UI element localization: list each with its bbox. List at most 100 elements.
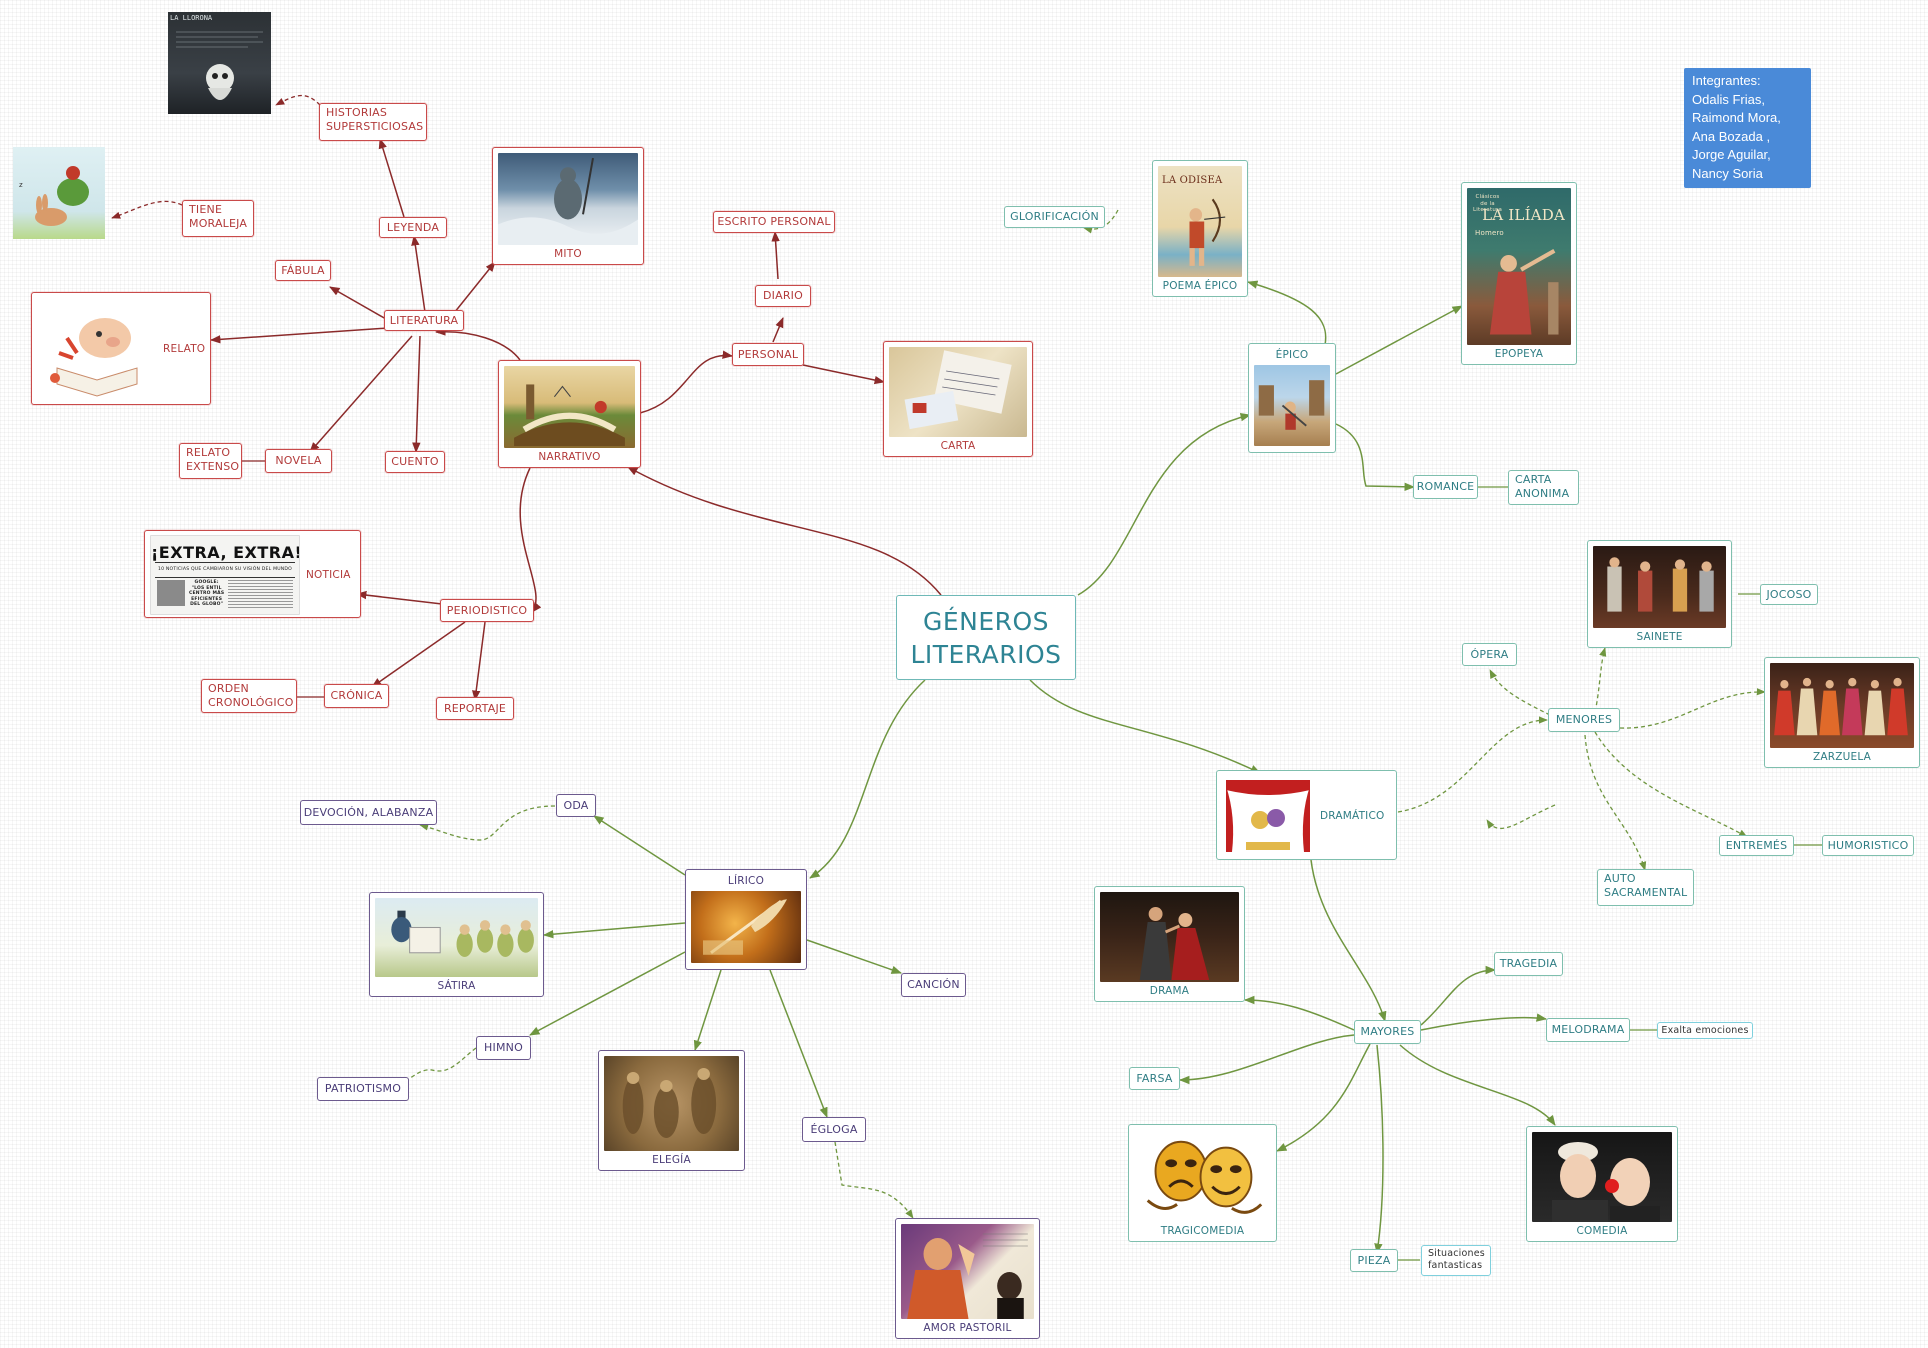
- node-carta-anonima[interactable]: CARTA ANONIMA: [1508, 470, 1579, 505]
- node-farsa[interactable]: FARSA: [1129, 1067, 1180, 1090]
- zarzuela-label: ZARZUELA: [1812, 751, 1872, 763]
- node-cuento[interactable]: CUENTO: [385, 451, 445, 473]
- odisea-cover-image: LA ODISEA: [1158, 166, 1242, 277]
- node-noticia[interactable]: ¡EXTRA, EXTRA! 10 NOTICIAS QUE CAMBIARON…: [144, 530, 361, 618]
- drama-label: DRAMA: [1149, 985, 1190, 997]
- node-mito[interactable]: MITO: [492, 147, 644, 265]
- node-personal[interactable]: PERSONAL: [732, 343, 804, 366]
- node-menores[interactable]: MENORES: [1548, 708, 1620, 732]
- node-humoristico[interactable]: HUMORISTICO: [1822, 835, 1914, 856]
- node-drama[interactable]: DRAMA: [1094, 886, 1245, 1002]
- node-mayores[interactable]: MAYORES: [1354, 1020, 1421, 1044]
- cronica-label: CRÓNICA: [330, 689, 383, 702]
- poema-epico-label: POEMA ÉPICO: [1162, 280, 1238, 292]
- node-amor-pastoril[interactable]: AMOR PASTORIL: [895, 1218, 1040, 1339]
- fabula-label: FÁBULA: [281, 263, 325, 277]
- node-epopeya[interactable]: Clásicos de la Literatura LA ILÍADA Home…: [1461, 182, 1577, 365]
- amor-pastoril-label: AMOR PASTORIL: [923, 1322, 1012, 1334]
- newspaper-headline: ¡EXTRA, EXTRA!: [151, 543, 300, 562]
- iliada-series-line: de la: [1480, 200, 1495, 207]
- romance-label: ROMANCE: [1416, 480, 1475, 493]
- node-jocoso[interactable]: JOCOSO: [1760, 584, 1818, 605]
- node-glorificacion[interactable]: GLORIFICACIÓN: [1004, 206, 1105, 228]
- moraleja-label-line2: MORALEJA: [189, 217, 248, 230]
- team-member: Odalis Frias,: [1692, 91, 1765, 107]
- team-members-box[interactable]: Integrantes: Odalis Frias, Raimond Mora,…: [1684, 68, 1811, 188]
- situaciones-line2: fantasticas: [1428, 1260, 1483, 1271]
- node-relato[interactable]: RELATO: [31, 292, 211, 405]
- satira-label: SÁTIRA: [437, 980, 476, 992]
- cancion-label: CANCIÓN: [907, 978, 960, 991]
- historias-label-line2: SUPERSTICIOSAS: [326, 120, 424, 133]
- node-devocion-alabanza[interactable]: DEVOCIÓN, ALABANZA: [300, 800, 437, 825]
- node-satira[interactable]: SÁTIRA: [369, 892, 544, 997]
- node-epico[interactable]: ÉPICO: [1248, 343, 1336, 453]
- comedia-clowns-image: [1532, 1132, 1672, 1222]
- node-diario[interactable]: DIARIO: [755, 285, 811, 307]
- node-zarzuela[interactable]: ZARZUELA: [1764, 657, 1920, 768]
- node-comedia[interactable]: COMEDIA: [1526, 1126, 1678, 1242]
- farsa-label: FARSA: [1136, 1071, 1173, 1085]
- iliada-series-line: Literatura: [1473, 207, 1503, 213]
- node-egloga[interactable]: ÉGLOGA: [802, 1117, 866, 1142]
- node-periodistico[interactable]: PERIODISTICO: [440, 599, 534, 622]
- node-cronica[interactable]: CRÓNICA: [324, 684, 389, 708]
- node-fabula[interactable]: FÁBULA: [275, 260, 331, 281]
- node-auto-sacramental[interactable]: AUTO SACRAMENTAL: [1597, 869, 1694, 906]
- node-reportaje[interactable]: REPORTAJE: [436, 697, 514, 720]
- node-patriotismo[interactable]: PATRIOTISMO: [317, 1077, 409, 1101]
- iliada-series-line: Clásicos: [1475, 194, 1500, 200]
- patriotismo-label: PATRIOTISMO: [324, 1082, 402, 1095]
- epico-battle-image: [1254, 365, 1330, 446]
- node-leyenda[interactable]: LEYENDA: [379, 217, 447, 238]
- iliada-cover-title: LA ILÍADA: [1482, 206, 1565, 224]
- node-romance[interactable]: ROMANCE: [1413, 475, 1478, 499]
- iliada-cover-author: Homero: [1475, 229, 1504, 237]
- root-node[interactable]: GÉNEROS LITERARIOS: [896, 595, 1076, 680]
- auto-label-line1: AUTO: [1604, 872, 1636, 885]
- node-cancion[interactable]: CANCIÓN: [901, 973, 966, 997]
- team-member: Nancy Soria: [1692, 165, 1763, 181]
- node-historias-supersticiosas[interactable]: HISTORIAS SUPERSTICIOSAS: [319, 103, 427, 141]
- mito-poseidon-image: [498, 153, 638, 245]
- node-literatura[interactable]: LITERATURA: [384, 310, 464, 331]
- node-exalta-emociones[interactable]: Exalta emociones: [1657, 1022, 1753, 1039]
- auto-label-line2: SACRAMENTAL: [1604, 886, 1688, 899]
- node-narrativo[interactable]: NARRATIVO: [498, 360, 641, 468]
- node-himno[interactable]: HIMNO: [476, 1036, 531, 1060]
- node-pieza[interactable]: PIEZA: [1350, 1249, 1398, 1272]
- node-poema-epico[interactable]: LA ODISEA POEMA ÉPICO: [1152, 160, 1248, 297]
- node-relato-extenso[interactable]: RELATO EXTENSO: [179, 443, 242, 479]
- node-tragedia[interactable]: TRAGEDIA: [1494, 952, 1563, 976]
- node-carta[interactable]: CARTA: [883, 341, 1033, 457]
- lirico-label: LÍRICO: [727, 875, 765, 887]
- node-situaciones-fantasticas[interactable]: Situaciones fantasticas: [1421, 1245, 1491, 1276]
- humoristico-label: HUMORISTICO: [1827, 838, 1909, 852]
- newspaper-side-line: DEL GLOBO": [190, 602, 224, 607]
- node-escrito-personal[interactable]: ESCRITO PERSONAL: [713, 211, 835, 233]
- node-tragicomedia[interactable]: TRAGICOMEDIA: [1128, 1124, 1277, 1242]
- tragedia-label: TRAGEDIA: [1499, 957, 1558, 970]
- node-tiene-moraleja[interactable]: TIENE MORALEJA: [182, 200, 254, 237]
- team-member: Jorge Aguilar,: [1692, 147, 1771, 162]
- node-elegia[interactable]: ELEGÍA: [598, 1050, 745, 1171]
- node-orden-cronologico[interactable]: ORDEN CRONOLÓGICO: [201, 679, 297, 713]
- node-melodrama[interactable]: MELODRAMA: [1546, 1018, 1630, 1042]
- node-opera[interactable]: ÓPERA: [1462, 643, 1517, 666]
- relato-label: RELATO: [163, 343, 206, 355]
- melodrama-label: MELODRAMA: [1551, 1023, 1625, 1036]
- newspaper-side-line: CENTRO MÁS: [189, 591, 225, 596]
- newspaper-side-line: GOOGLE:: [194, 580, 219, 585]
- node-oda[interactable]: ODA: [556, 794, 596, 817]
- opera-label: ÓPERA: [1470, 647, 1509, 661]
- pieza-label: PIEZA: [1357, 1253, 1391, 1267]
- node-entremes[interactable]: ENTREMÉS: [1719, 835, 1794, 856]
- node-novela[interactable]: NOVELA: [265, 449, 332, 473]
- orden-label-line1: ORDEN: [208, 682, 249, 695]
- node-dramatico[interactable]: DRAMÁTICO: [1216, 770, 1397, 860]
- elegia-label: ELEGÍA: [652, 1154, 691, 1166]
- node-sainete[interactable]: SAINETE: [1587, 540, 1732, 648]
- entremes-label: ENTREMÉS: [1725, 838, 1788, 852]
- node-lirico[interactable]: LÍRICO: [685, 869, 807, 970]
